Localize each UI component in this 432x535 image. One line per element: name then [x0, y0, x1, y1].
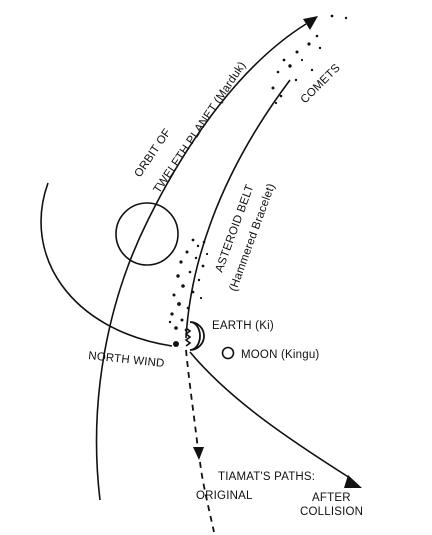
- twelfth-planet-circle: [115, 202, 179, 266]
- orbit-label-line2: TWELFTH PLANET (Marduk): [152, 60, 249, 196]
- moon-circle: [221, 346, 235, 360]
- tiamat-after-collision-arrowhead: [344, 475, 362, 488]
- north-wind-label: NORTH WIND: [88, 350, 165, 370]
- asteroid-belt-path: [185, 79, 291, 339]
- tiamat-after-collision-path: [189, 351, 351, 479]
- outer-orbit-arc: [40, 182, 173, 347]
- tiamat-original-path-continued: [199, 461, 215, 533]
- asteroid-belt-dots: [168, 238, 209, 332]
- earth-impact-wiggle: [184, 327, 192, 347]
- moon-label: MOON (Kingu): [241, 349, 319, 361]
- tiamat-paths-label: TIAMAT'S PATHS:: [218, 471, 315, 483]
- north-wind-arrow-dot: [173, 341, 179, 347]
- comets-dots: [271, 14, 348, 105]
- marduk-orbit-arrowhead: [303, 16, 318, 30]
- marduk-orbit-path: [95, 23, 307, 501]
- tiamat-original-arrowhead: [193, 447, 204, 460]
- earth-crescent: [189, 321, 205, 351]
- original-label: ORIGINAL: [196, 490, 253, 502]
- after-collision-label-line2: COLLISION: [300, 506, 363, 518]
- tiamat-original-path: [185, 349, 199, 451]
- after-collision-label-line1: AFTER: [312, 492, 351, 504]
- comets-label: COMETS: [299, 62, 343, 106]
- earth-label: EARTH (Ki): [212, 320, 274, 332]
